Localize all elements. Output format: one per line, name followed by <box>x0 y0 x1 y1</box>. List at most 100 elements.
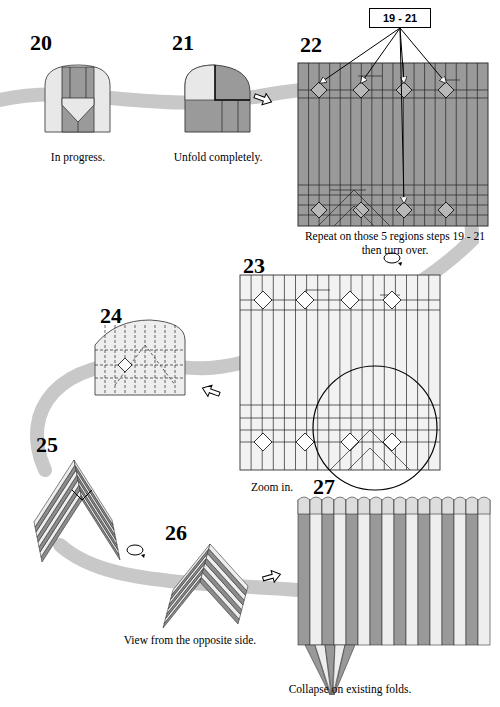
pleat-stripe <box>168 558 206 609</box>
pleat-stripe <box>35 465 76 532</box>
pleat-stripe <box>382 500 394 645</box>
crease-line <box>339 275 340 470</box>
pleat-stripe <box>36 470 77 537</box>
diamond-crease <box>254 291 272 309</box>
crease-line <box>95 365 185 366</box>
crease-line <box>358 76 382 77</box>
crease-line <box>340 63 341 226</box>
crease-line <box>95 350 185 351</box>
pleat-stripe <box>358 500 370 645</box>
crease-line <box>350 63 351 226</box>
diamond-crease <box>383 433 401 451</box>
pleat-top <box>346 497 358 514</box>
crease-line <box>318 190 354 226</box>
crease-line <box>298 185 488 186</box>
crease-line <box>370 430 410 470</box>
crease-line <box>70 67 71 98</box>
pleat-stripe <box>406 500 418 645</box>
crease-line <box>222 100 223 132</box>
pleat-stripe <box>74 460 113 525</box>
crease-line <box>435 63 436 226</box>
pleat-stripe <box>298 500 310 645</box>
crease-line <box>334 206 354 226</box>
crease-line <box>105 325 106 395</box>
crease-line <box>273 275 274 470</box>
diamond-crease <box>396 202 412 218</box>
crease-line <box>362 275 363 470</box>
step-25-figure <box>34 460 120 562</box>
step-caption: Collapse on existing folds. <box>260 683 440 697</box>
pleat-stripe <box>209 544 248 591</box>
step-23-figure <box>240 275 440 490</box>
diamond-crease <box>254 433 272 451</box>
turn-over-symbol <box>398 262 402 266</box>
diamond-crease <box>311 82 327 98</box>
crease-line <box>428 275 429 470</box>
pleat-stripe <box>171 549 209 600</box>
fold-steps <box>34 28 490 695</box>
pleat-stripe <box>466 500 478 645</box>
step-21-figure <box>185 65 250 132</box>
crease-line <box>145 345 175 385</box>
step-27-figure <box>298 497 490 695</box>
pleat-top <box>406 497 418 514</box>
paper <box>298 63 488 226</box>
crease-line <box>456 63 457 226</box>
leader-arrow <box>400 28 446 83</box>
crease-line <box>298 195 488 196</box>
leader-arrow <box>361 28 400 83</box>
crease-line <box>240 418 440 419</box>
flow-band <box>37 362 245 470</box>
pleat-top <box>322 497 334 514</box>
crease-line <box>135 325 136 395</box>
crease-line <box>317 275 318 470</box>
step-arrow <box>261 568 281 584</box>
pleat-stripe <box>442 500 454 645</box>
step-caption: In progress. <box>18 151 138 165</box>
crease-line <box>72 490 92 500</box>
turn-over-symbol <box>141 554 145 558</box>
crease-line <box>298 205 488 206</box>
diamond-crease <box>296 433 314 451</box>
pleat-top <box>442 497 454 514</box>
crease-line <box>477 63 478 226</box>
callout-text: 19 - 21 <box>383 12 417 24</box>
paper-layer <box>185 65 215 100</box>
pleat-stripe <box>169 554 207 605</box>
diamond-crease <box>438 202 454 218</box>
pleat-top <box>370 497 382 514</box>
crease-line <box>215 65 250 100</box>
step-number: 21 <box>172 30 194 56</box>
pleat-top <box>430 497 442 514</box>
crease-line <box>251 275 252 470</box>
step-caption: Repeat on those 5 regions steps 19 - 21 … <box>295 230 495 258</box>
step-24-figure <box>95 320 185 395</box>
pleat-stripe <box>478 500 490 645</box>
paper <box>45 65 110 132</box>
step-caption: Unfold completely. <box>153 151 283 165</box>
crease-line <box>238 100 239 132</box>
pleat-top <box>466 497 478 514</box>
turn-over-symbol <box>127 545 143 555</box>
crease-line <box>95 378 185 379</box>
crease-line <box>371 63 372 226</box>
diamond-crease <box>438 82 454 98</box>
paper <box>95 320 185 395</box>
crease-line <box>308 63 309 226</box>
paper-layer <box>62 67 94 132</box>
crease-line <box>370 448 392 470</box>
pleat-top <box>358 497 370 514</box>
step-number: 23 <box>243 253 265 279</box>
pleat-stripe <box>394 500 406 645</box>
step-number: 26 <box>165 520 187 546</box>
crease-line <box>305 290 330 291</box>
crease-line <box>328 275 329 470</box>
crease-line <box>406 275 407 470</box>
crease-line <box>348 448 370 470</box>
step-arrow <box>200 382 221 399</box>
crease-line <box>115 345 145 385</box>
crease-line <box>295 275 296 470</box>
crease-line <box>284 275 285 470</box>
